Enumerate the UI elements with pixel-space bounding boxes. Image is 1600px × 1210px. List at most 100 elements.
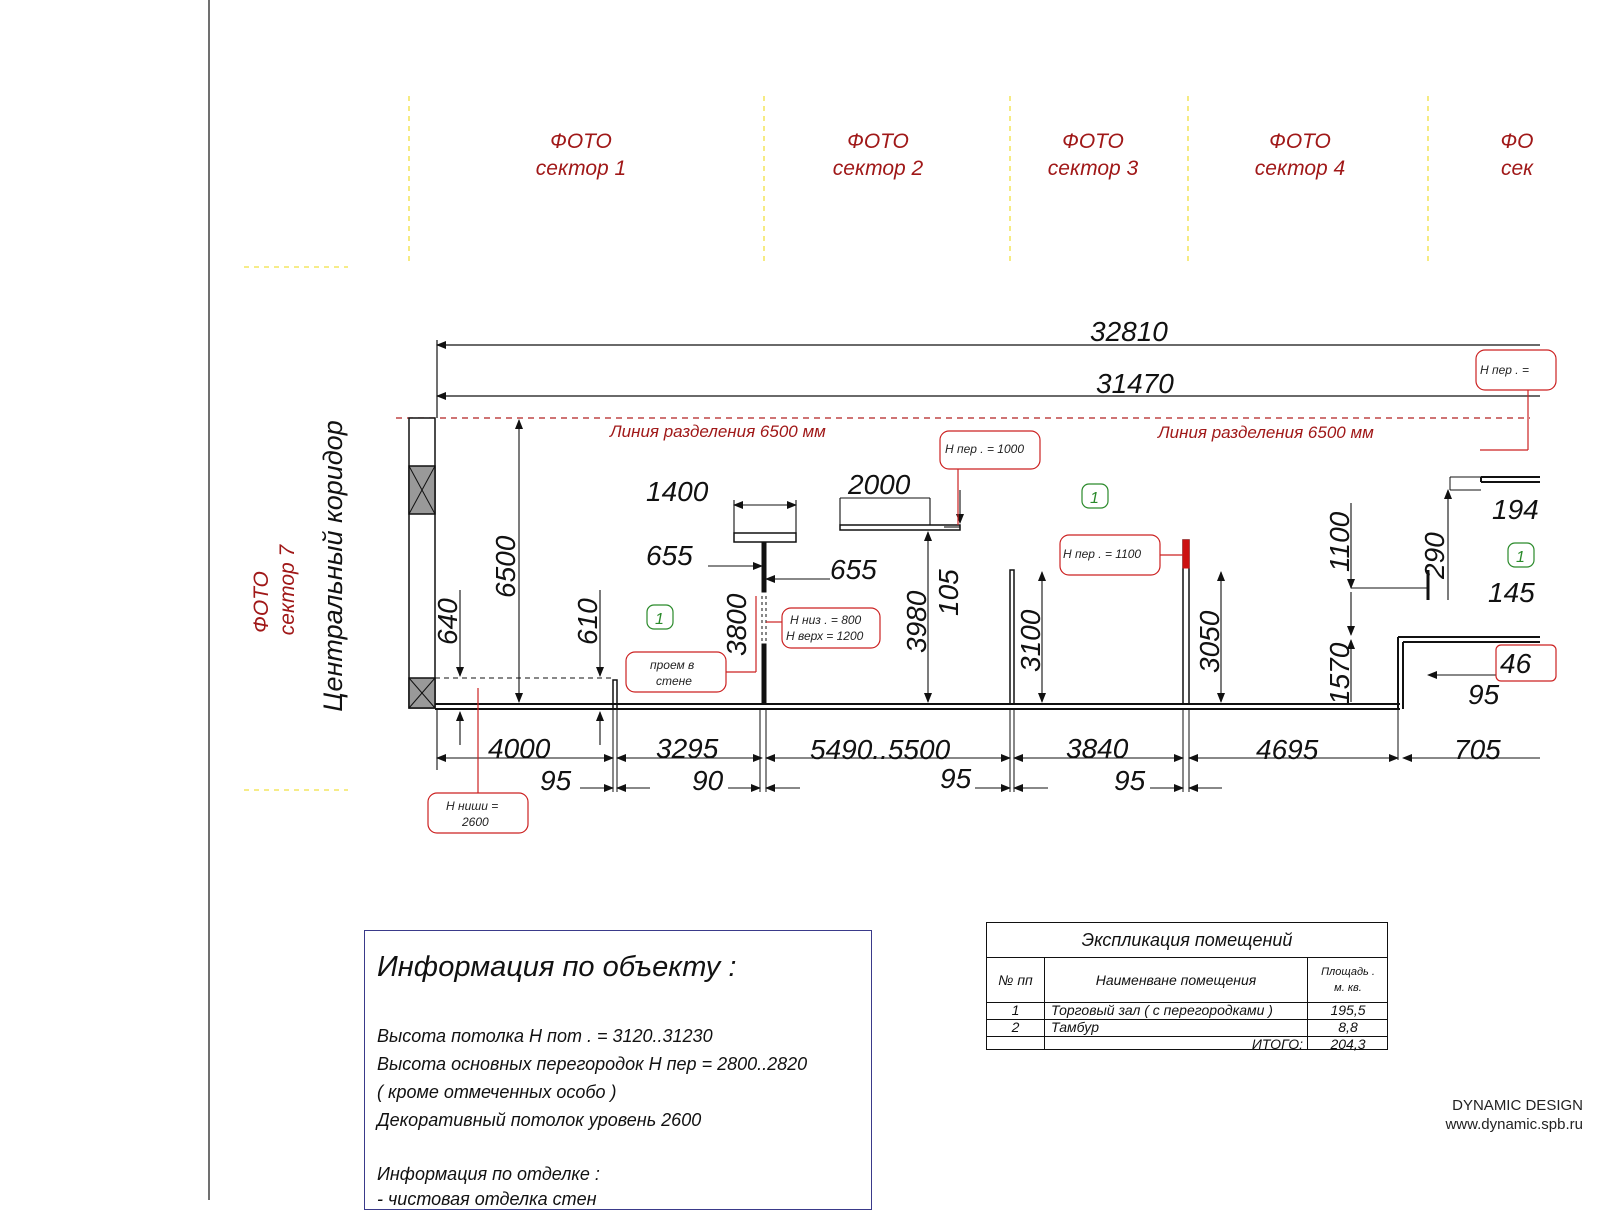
dim-3050: 3050 [1194, 610, 1225, 673]
explication-row-2-area: 8,8 [1338, 1019, 1358, 1035]
dim-1100: 1100 [1324, 511, 1355, 572]
photo-sector-4-label: ФОТО [1269, 130, 1331, 153]
horizontal-dimension-lines [708, 497, 960, 583]
callouts [427, 349, 1557, 834]
dimension-labels: 32810 31470 6500 640 610 1400 655 655 20… [432, 316, 1539, 796]
brand-footer: DYNAMIC DESIGN www.dynamic.spb.ru [1445, 1096, 1583, 1134]
vertical-dimension-lines [456, 419, 1500, 745]
callout-proem-text-2: стене [656, 674, 692, 688]
dim-1400: 1400 [646, 476, 709, 507]
dim-2000: 2000 [847, 469, 911, 500]
explication-col-area-1: Площадь . [1321, 966, 1375, 978]
explication-row-2-name: Тамбур [1051, 1019, 1099, 1035]
dim-655-left: 655 [646, 540, 693, 571]
callout-proem-text-1: проем в [650, 658, 694, 672]
dim-105: 105 [933, 569, 964, 616]
photo-sector-5-label: ФО [1500, 130, 1533, 153]
dim-90: 90 [692, 765, 724, 796]
dim-95-a: 95 [540, 765, 572, 796]
explication-col-area-2: м. кв. [1334, 982, 1362, 994]
dim-1570: 1570 [1324, 642, 1355, 705]
callout-h-niz-verh [781, 607, 881, 649]
explication-row-1-area: 195,5 [1330, 1002, 1366, 1018]
photo-sector-3-label: ФОТО [1062, 130, 1124, 153]
dim-3840: 3840 [1066, 733, 1129, 764]
photo-sector-1-label: ФОТО [550, 130, 612, 153]
callout-h-per-1000 [939, 430, 1041, 470]
callout-h-verh-text: Н верх = 1200 [786, 629, 864, 643]
photo-sector-1-sub: сектор 1 [536, 157, 626, 180]
dim-4000: 4000 [488, 733, 551, 764]
dim-4695: 4695 [1256, 734, 1319, 765]
division-label-right: Линия разделения 6500 мм [1157, 423, 1374, 442]
dim-3295: 3295 [656, 733, 719, 764]
division-label-left: Линия разделения 6500 мм [609, 422, 826, 441]
explication-table: Экспликация помещений № пп Наименване по… [986, 922, 1388, 1052]
left-wall [408, 417, 436, 709]
photo-sector-2-label: ФОТО [847, 130, 909, 153]
photo-sector-7-sub: сектор 7 [276, 543, 299, 635]
callout-texts: Н пер . = 1000 Н пер . = 1100 Н пер . = … [446, 363, 1532, 829]
explication-title: Экспликация помещений [987, 923, 1387, 958]
explication-total-value: 204,3 [1330, 1036, 1366, 1052]
callout-h-per-1100-text: Н пер . = 1100 [1063, 547, 1141, 561]
dim-46: 46 [1500, 648, 1532, 679]
room-marker-1c: 1 [1516, 549, 1525, 566]
explication-col-name: Наименване помещения [1095, 972, 1257, 988]
dim-3800: 3800 [721, 593, 752, 656]
bottom-wall [435, 476, 1540, 710]
dim-95-b: 95 [940, 763, 972, 794]
dim-655-right: 655 [830, 554, 877, 585]
room-marker-1b: 1 [655, 611, 664, 628]
room-markers: 1 1 1 [646, 483, 1535, 630]
photo-sector-3-sub: сектор 3 [1048, 157, 1139, 180]
info-partition-note: ( кроме отмеченных особо ) [377, 1082, 617, 1102]
photo-sector-2-sub: сектор 2 [833, 157, 924, 180]
callout-h-nishi-text-2: 2600 [461, 815, 489, 829]
dim-640: 640 [432, 598, 463, 645]
info-finishing-title: Информация по отделке : [377, 1164, 600, 1184]
dim-overall-top: 32810 [1090, 316, 1168, 347]
info-ceiling-height: Высота потолка Н пот . = 3120..31230 [377, 1026, 713, 1046]
object-info-box: Информация по объекту : Высота потолка Н… [364, 930, 872, 1210]
brand-url[interactable]: www.dynamic.spb.ru [1445, 1116, 1583, 1133]
partitions [612, 524, 1399, 792]
explication-total-label: ИТОГО: [1251, 1036, 1303, 1052]
dim-95-right: 95 [1468, 679, 1500, 710]
dim-overall-inner: 31470 [1096, 368, 1174, 399]
dim-145: 145 [1488, 577, 1535, 608]
callout-h-nishi-text-1: Н ниши = [446, 799, 498, 813]
photo-sector-7-label: ФОТО [250, 571, 273, 633]
corridor-label: Центральный коридор [318, 420, 348, 711]
dim-95-c: 95 [1114, 765, 1146, 796]
dim-3100: 3100 [1015, 609, 1046, 672]
callout-h-per-top-right-text: Н пер . = [1480, 363, 1529, 377]
info-partition-height: Высота основных перегородок Н пер = 2800… [377, 1054, 808, 1074]
callout-46 [1495, 644, 1557, 682]
room-marker-1a: 1 [1090, 490, 1099, 507]
bottom-dimension-chain [436, 709, 1540, 792]
dim-6500: 6500 [490, 535, 521, 598]
callout-h-per-1000-text: Н пер . = 1000 [945, 442, 1024, 456]
photo-sector-4-sub: сектор 4 [1255, 157, 1345, 180]
overall-dimension-lines [436, 340, 1540, 418]
brand-name: DYNAMIC DESIGN [1452, 1097, 1583, 1114]
dim-705: 705 [1454, 734, 1501, 765]
explication-row-1-num: 1 [1011, 1002, 1020, 1018]
callout-h-per-top-right [1475, 349, 1557, 391]
object-info-title: Информация по объекту : [377, 951, 737, 983]
explication-row-1-name: Торговый зал ( с перегородками ) [1051, 1002, 1273, 1018]
photo-sector-5-sub: сек [1501, 157, 1534, 180]
dim-290: 290 [1419, 532, 1450, 580]
callout-h-niz-text: Н низ . = 800 [790, 613, 862, 627]
explication-row-2-num: 2 [1011, 1019, 1020, 1035]
dim-194: 194 [1492, 494, 1539, 525]
photo-sector-7: ФОТО сектор 7 [250, 543, 299, 635]
sector-guides [244, 96, 1429, 791]
info-decor-ceiling: Декоративный потолок уровень 2600 [377, 1110, 702, 1130]
dim-3980: 3980 [901, 590, 932, 653]
explication-col-num: № пп [998, 972, 1033, 988]
explication-col-area: Площадь . м. кв. [1308, 958, 1388, 1002]
dim-610: 610 [572, 598, 603, 645]
